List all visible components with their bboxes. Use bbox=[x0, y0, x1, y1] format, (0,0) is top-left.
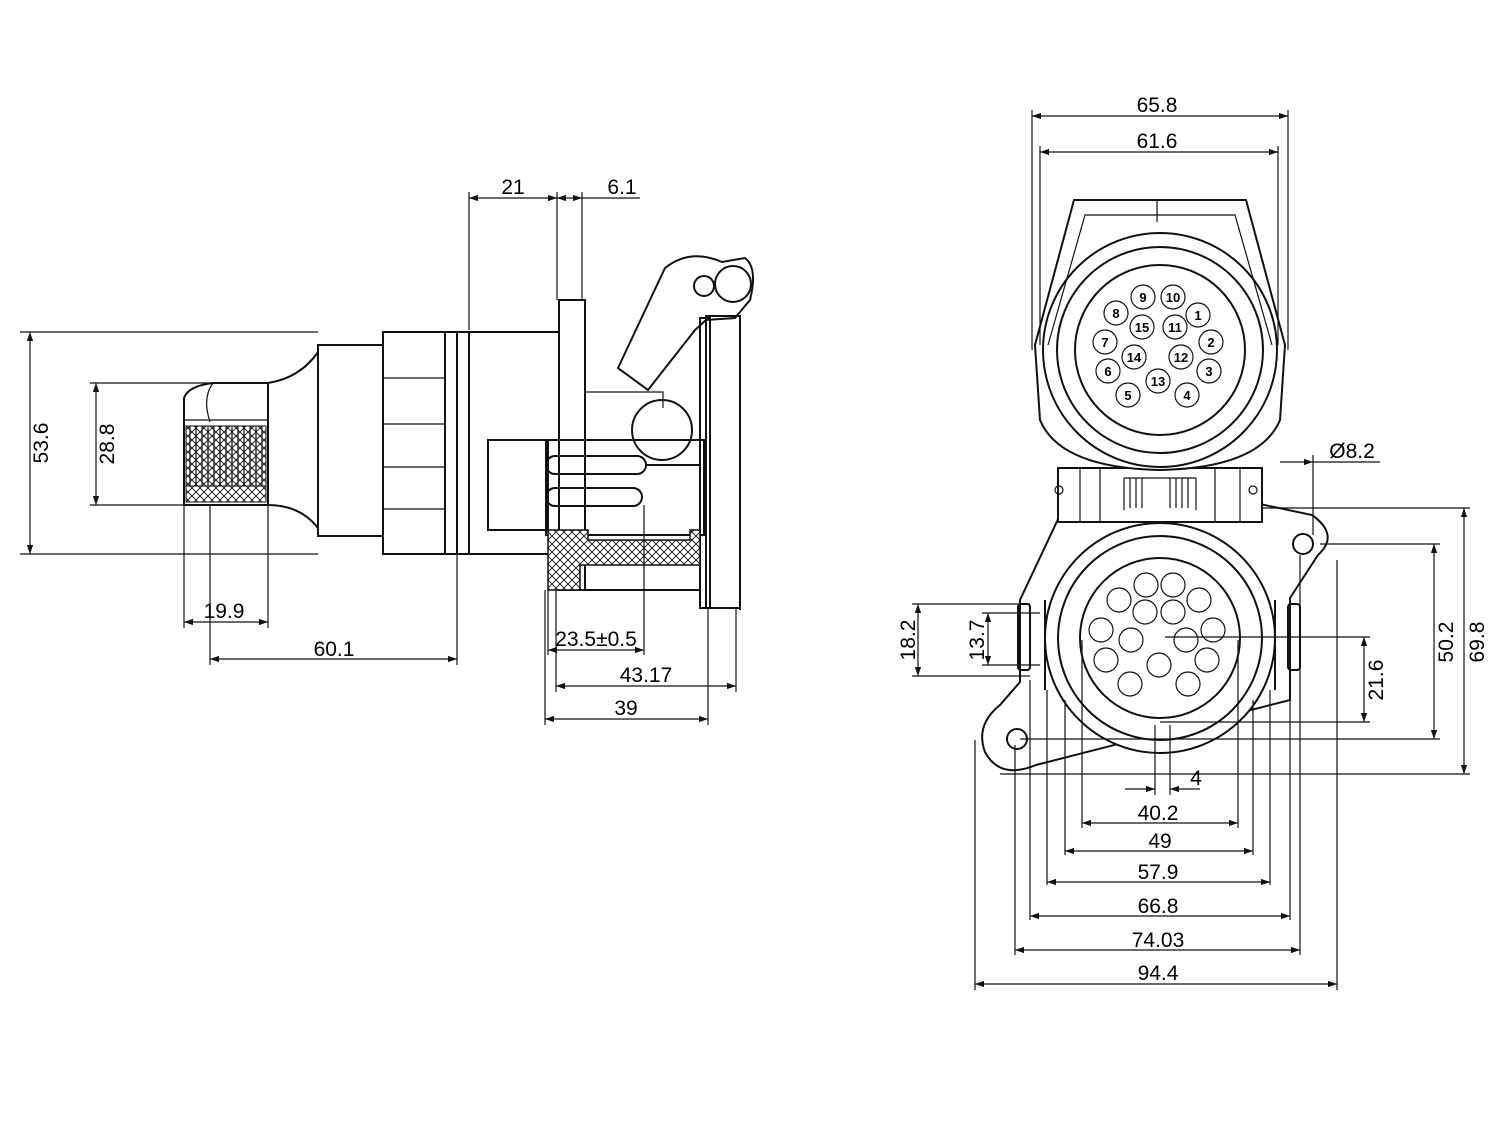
dim-61-6: 61.6 bbox=[1137, 130, 1178, 153]
pin-2: 2 bbox=[1198, 329, 1224, 355]
pin-label-1: 1 bbox=[1194, 308, 1201, 323]
cover bbox=[1033, 199, 1287, 472]
dim-6-1: 6.1 bbox=[607, 176, 636, 199]
dim-94-4: 94.4 bbox=[1138, 962, 1179, 985]
pin-4: 4 bbox=[1174, 382, 1200, 408]
pin-15: 15 bbox=[1129, 314, 1155, 340]
pin-label-10: 10 bbox=[1166, 290, 1180, 305]
side-dimension-labels: 21 6.1 53.6 28.8 19.9 60.1 23.5±0.5 43.1… bbox=[30, 176, 672, 720]
dim-60-1: 60.1 bbox=[314, 638, 355, 661]
front-dimension-labels: 65.8 61.6 Ø8.2 18.2 13.7 21.6 50.2 69.8 … bbox=[897, 94, 1489, 985]
pin-label-8: 8 bbox=[1112, 306, 1119, 321]
socket-contacts bbox=[1088, 572, 1226, 697]
cover-pin-layout: 9 10 8 15 11 1 7 2 14 12 6 3 13 5 4 bbox=[1092, 284, 1224, 408]
pin-5: 5 bbox=[1115, 382, 1141, 408]
pin-label-9: 9 bbox=[1139, 290, 1146, 305]
pin-label-6: 6 bbox=[1104, 364, 1111, 379]
pin-8: 8 bbox=[1103, 300, 1129, 326]
pin-label-5: 5 bbox=[1124, 388, 1131, 403]
pin-label-12: 12 bbox=[1174, 350, 1188, 365]
pin-label-2: 2 bbox=[1207, 335, 1214, 350]
dim-28-8: 28.8 bbox=[96, 424, 119, 465]
dim-13-7: 13.7 bbox=[966, 620, 989, 661]
dim-57-9: 57.9 bbox=[1138, 861, 1179, 884]
contact-insert bbox=[487, 439, 705, 591]
dim-53-6: 53.6 bbox=[30, 423, 53, 464]
pin-10: 10 bbox=[1160, 284, 1186, 310]
side-extension-lines bbox=[20, 192, 737, 725]
front-dimension-lines bbox=[914, 112, 1468, 988]
socket-face bbox=[1044, 522, 1276, 754]
gland-nut bbox=[317, 331, 470, 555]
mounting-hole-top bbox=[1292, 533, 1314, 555]
pin-label-14: 14 bbox=[1127, 350, 1142, 365]
pin-11: 11 bbox=[1162, 314, 1188, 340]
pin-label-13: 13 bbox=[1151, 374, 1165, 389]
pin-7: 7 bbox=[1092, 329, 1118, 355]
mounting-flange bbox=[981, 501, 1329, 772]
dim-23-5: 23.5±0.5 bbox=[555, 628, 637, 651]
dim-66-8: 66.8 bbox=[1138, 895, 1179, 918]
pin-12: 12 bbox=[1168, 344, 1194, 370]
pin-6: 6 bbox=[1095, 358, 1121, 384]
dim-39: 39 bbox=[614, 697, 637, 720]
pin-label-4: 4 bbox=[1183, 388, 1191, 403]
dim-19-9: 19.9 bbox=[204, 600, 245, 623]
pin-9: 9 bbox=[1130, 284, 1156, 310]
pin-label-11: 11 bbox=[1168, 320, 1182, 335]
pin-13: 13 bbox=[1145, 368, 1171, 394]
front-extension-lines bbox=[912, 110, 1470, 990]
hinge-bar bbox=[1054, 467, 1263, 523]
pin-label-3: 3 bbox=[1205, 364, 1212, 379]
pin-1: 1 bbox=[1185, 302, 1211, 328]
dim-4: 4 bbox=[1190, 767, 1202, 790]
gland-tip bbox=[183, 382, 269, 506]
pin-3: 3 bbox=[1196, 358, 1222, 384]
dim-65-8: 65.8 bbox=[1137, 94, 1178, 117]
dim-18-2: 18.2 bbox=[897, 620, 920, 661]
pin-14: 14 bbox=[1121, 344, 1147, 370]
dim-49: 49 bbox=[1148, 830, 1171, 853]
pin-label-7: 7 bbox=[1101, 335, 1108, 350]
dim-21-6: 21.6 bbox=[1365, 660, 1388, 701]
dim-69-8: 69.8 bbox=[1466, 622, 1489, 663]
dim-21: 21 bbox=[501, 176, 524, 199]
dim-40-2: 40.2 bbox=[1138, 802, 1179, 825]
dim-50-2: 50.2 bbox=[1435, 622, 1458, 663]
front-view: 9 10 8 15 11 1 7 2 14 12 6 3 13 5 4 bbox=[897, 94, 1489, 990]
dim-74-03: 74.03 bbox=[1132, 929, 1185, 952]
gland-body bbox=[267, 348, 319, 531]
dim-43-17: 43.17 bbox=[620, 664, 673, 687]
hinged-lid bbox=[616, 255, 755, 392]
dim-dia-8-2: Ø8.2 bbox=[1329, 440, 1375, 463]
side-view: 21 6.1 53.6 28.8 19.9 60.1 23.5±0.5 43.1… bbox=[20, 176, 755, 725]
pin-label-15: 15 bbox=[1135, 320, 1149, 335]
side-dimension-lines bbox=[26, 194, 736, 723]
housing-body bbox=[468, 299, 741, 610]
